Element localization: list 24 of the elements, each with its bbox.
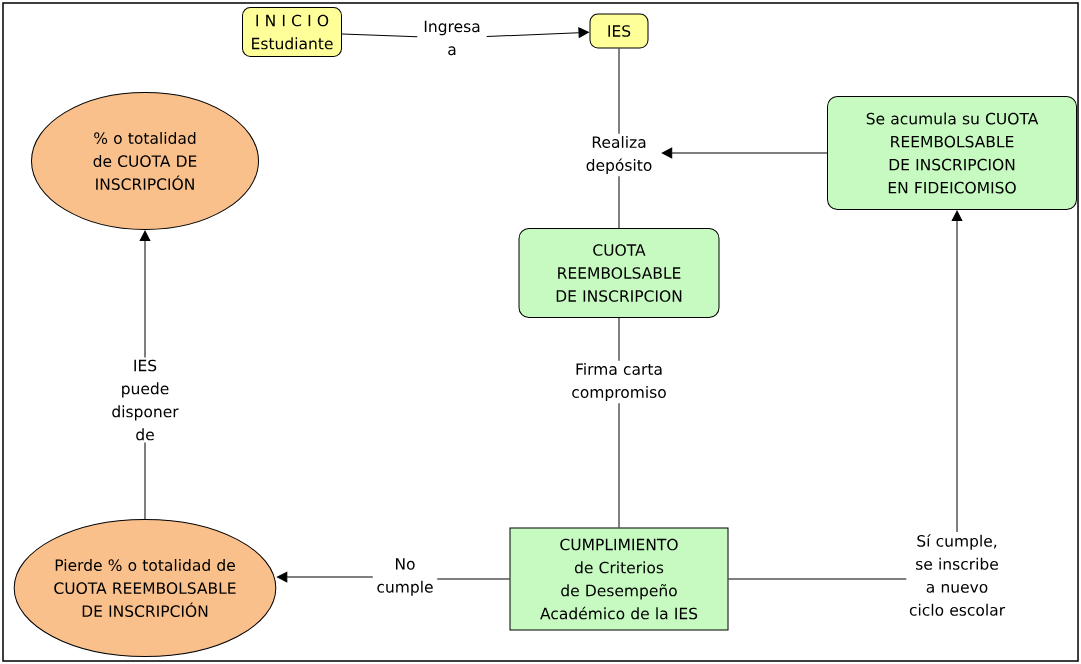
connector xyxy=(276,571,374,583)
connector xyxy=(144,442,146,520)
connector xyxy=(139,230,151,358)
connector xyxy=(618,317,620,362)
concept-box: IES xyxy=(589,13,649,49)
linking-phrase: IES puede disponer de xyxy=(112,359,179,441)
linking-phrase: Sí cumple, se inscribe a nuevo ciclo escolar xyxy=(909,534,1006,616)
concept-box: I N I C I O Estudiante xyxy=(242,7,342,57)
connector xyxy=(618,402,620,528)
connector xyxy=(618,175,620,229)
connector xyxy=(661,147,828,159)
connector xyxy=(951,210,963,533)
concept-box: CUMPLIMIENTO de Criterios de Desempeño Académico de la IES xyxy=(509,527,729,631)
linking-phrase: Ingresa a xyxy=(424,20,480,56)
concept-box: Se acumula su CUOTA REEMBOLSABLE DE INSCRIPCION EN FIDEICOMISO xyxy=(827,96,1077,210)
linking-phrase: Realiza depósito xyxy=(586,136,652,174)
connector xyxy=(618,48,620,135)
linking-phrase: No cumple xyxy=(377,558,433,596)
connector xyxy=(728,578,907,580)
linking-phrase: Firma carta compromiso xyxy=(572,363,666,401)
concept-box: CUOTA REEMBOLSABLE DE INSCRIPCION xyxy=(518,228,720,318)
connector xyxy=(341,33,418,38)
connector xyxy=(436,578,510,580)
connector xyxy=(486,27,589,38)
